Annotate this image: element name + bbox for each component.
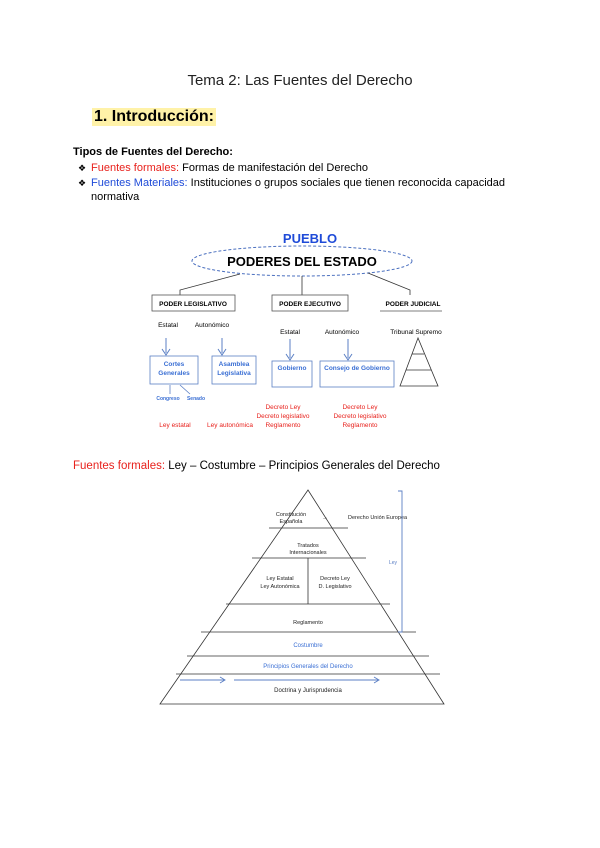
bullet-fuentes-materiales: ❖ Fuentes Materiales: Instituciones o gru… [78, 176, 538, 204]
costumbre-label: Costumbre [293, 643, 323, 649]
asamblea-line1: Asamblea [219, 361, 250, 368]
ej-est-decreto-ley: Decreto Ley [265, 404, 301, 411]
ley-estatal-label: Ley estatal [159, 422, 191, 429]
ley-bracket [398, 490, 403, 633]
bullet-desc: Instituciones o grupos sociales que tien… [190, 177, 505, 189]
decreto-line2: D. Legislativo [318, 584, 351, 590]
congreso-label: Congreso [156, 396, 179, 402]
tribunal-label: Tribunal Supremo [390, 329, 442, 336]
legislativo-title: PODER LEGISLATIVO [159, 301, 227, 308]
ff-term: Fuentes formales: [73, 460, 166, 472]
pueblo-label: PUEBLO [283, 231, 337, 246]
bullet-fuentes-formales: ❖ Fuentes formales: Formas de manifestaci… [78, 161, 538, 175]
ej-aut-reglamento: Reglamento [342, 422, 377, 429]
fuentes-formales-line: Fuentes formales: Ley – Costumbre – Prin… [73, 460, 440, 472]
consejo-box [319, 360, 395, 388]
decreto-line1: Decreto Ley [320, 576, 350, 582]
ej-aut-decreto-ley: Decreto Ley [342, 404, 378, 411]
ley-line1: Ley Estatal [266, 576, 293, 582]
section-heading: 1. Introducción: [92, 108, 216, 126]
legislativo-box [151, 294, 236, 312]
principios-label: Principios Generales del Derecho [263, 664, 353, 670]
tratados-line2: Internacionales [289, 550, 327, 556]
tratados-line1: Tratados [297, 543, 319, 549]
reglamento-label: Reglamento [293, 620, 323, 626]
arrow-legislativo [179, 273, 241, 295]
ue-label: Derecho Unión Europea [348, 515, 408, 521]
judicial-title: PODER JUDICIAL [386, 301, 441, 308]
cortes-box [149, 355, 199, 385]
ej-est-reglamento: Reglamento [265, 422, 300, 429]
ejecutivo-title: PODER EJECUTIVO [279, 301, 341, 308]
document-title: Tema 2: Las Fuentes del Derecho [187, 72, 413, 89]
diamond-bullet-icon: ❖ [78, 163, 87, 173]
bullet-desc: Formas de manifestación del Derecho [182, 162, 368, 174]
leg-estatal: Estatal [158, 322, 178, 329]
bullet-term: Fuentes Materiales: [91, 177, 188, 189]
constitucion-line2: Española [280, 519, 304, 525]
ej-est-decreto-leg: Decreto legislativo [256, 413, 309, 420]
arrow-judicial [367, 272, 411, 295]
ley-autonomica-label: Ley autonómica [207, 422, 253, 429]
consejo-label: Consejo de Gobierno [324, 365, 390, 372]
ej-estatal: Estatal [280, 329, 300, 336]
pyramid-outline [159, 489, 445, 705]
diamond-bullet-icon: ❖ [78, 178, 87, 188]
cortes-line2: Generales [158, 370, 190, 377]
cortes-line1: Cortes [164, 361, 185, 368]
doctrina-label: Doctrina y Jurisprudencia [274, 688, 342, 694]
gobierno-label: Gobierno [278, 365, 307, 372]
types-heading: Tipos de Fuentes del Derecho: [73, 146, 233, 158]
ley-line2: Ley Autonómica [260, 584, 300, 590]
poderes-label: PODERES DEL ESTADO [227, 254, 377, 269]
poderes-diagram: PUEBLO PODERES DEL ESTADO PODER LEGISLAT… [149, 231, 442, 429]
ff-desc: Ley – Costumbre – Principios Generales d… [168, 460, 440, 472]
arrow-ue-icon: → [322, 515, 328, 521]
ej-autonomico: Autonómico [325, 329, 360, 336]
constitucion-line1: Constitución [276, 512, 306, 518]
asamblea-box [211, 355, 257, 385]
bullet-term: Fuentes formales: [91, 162, 180, 174]
senado-label: Senado [187, 396, 205, 402]
ejecutivo-box [271, 294, 349, 312]
gobierno-box [271, 360, 313, 388]
ej-aut-decreto-leg: Decreto legislativo [333, 413, 386, 420]
bullet-desc-cont: normativa [91, 191, 140, 203]
bracket-label: Ley [389, 560, 398, 566]
asamblea-line2: Legislativa [217, 370, 251, 377]
leg-autonomico: Autonómico [195, 322, 230, 329]
fuentes-pyramid: Constitución Española → Derecho Unión Eu… [159, 489, 445, 705]
judicial-pyramid [399, 336, 439, 387]
